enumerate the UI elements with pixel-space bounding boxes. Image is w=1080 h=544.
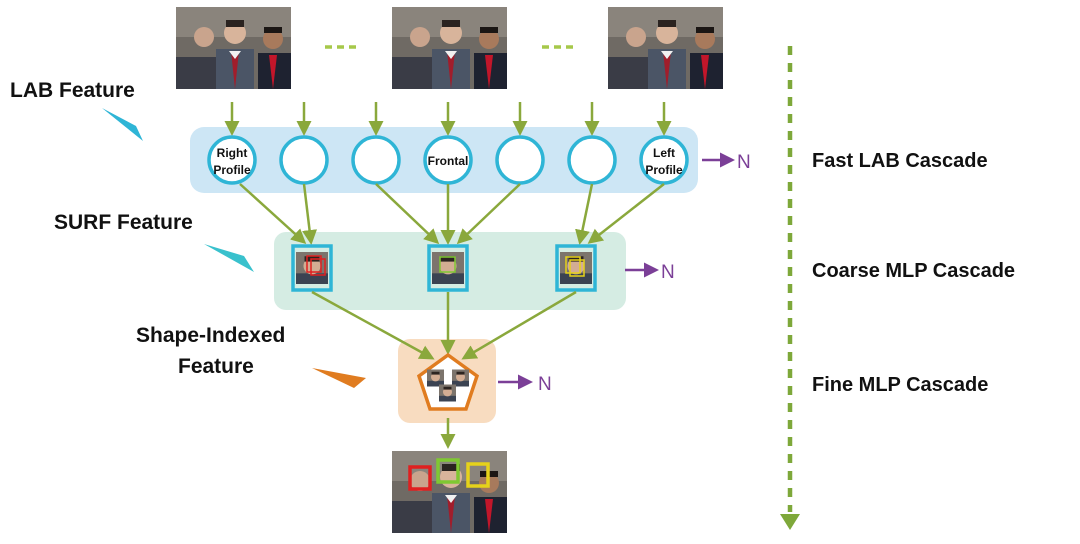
node-right-profile [207,135,257,185]
view-node-circles [207,135,689,185]
left-profile-label-1: Left [653,146,675,160]
fine-mlp-pentagon [416,352,480,411]
reject-coarse: N [625,262,675,283]
shape-indexed-pointer [312,368,366,388]
output-image [392,451,507,533]
shape-indexed-label-1: Shape-Indexed [136,324,285,347]
surf-feature-pointer [204,244,254,272]
input-image-3 [608,7,723,89]
node-frontal [423,135,473,185]
surf-to-fine-arrows [311,290,577,360]
node-5 [495,135,545,185]
cascade-direction-arrowhead [780,514,800,530]
shape-indexed-label-2: Feature [178,355,254,378]
lab-feature-label: LAB Feature [10,79,135,102]
reject-label-coarse: N [661,262,675,283]
right-profile-label-2: Profile [213,163,251,177]
lab-feature-pointer [102,108,143,141]
surf-box-center [427,244,469,292]
left-profile-label-2: Profile [645,163,683,177]
stage-label-fast: Fast LAB Cascade [812,150,988,172]
surf-feature-label: SURF Feature [54,211,193,234]
surf-box-right [555,244,597,292]
surf-box-left [291,244,333,292]
input-image-2 [392,7,507,89]
right-profile-label-1: Right [217,146,248,160]
node-2 [279,135,329,185]
node-3 [351,135,401,185]
node-to-surf-arrows [239,183,665,245]
reject-fast: N [702,152,751,173]
input-arrows [224,102,672,136]
stage-label-coarse: Coarse MLP Cascade [812,260,1015,282]
stage-label-fine: Fine MLP Cascade [812,374,988,396]
input-image-1 [176,7,291,89]
node-6 [567,135,617,185]
reject-fine: N [498,374,552,395]
frontal-label: Frontal [428,154,469,168]
node-left-profile [639,135,689,185]
reject-label-fine: N [538,374,552,395]
reject-label-fast: N [737,152,751,173]
